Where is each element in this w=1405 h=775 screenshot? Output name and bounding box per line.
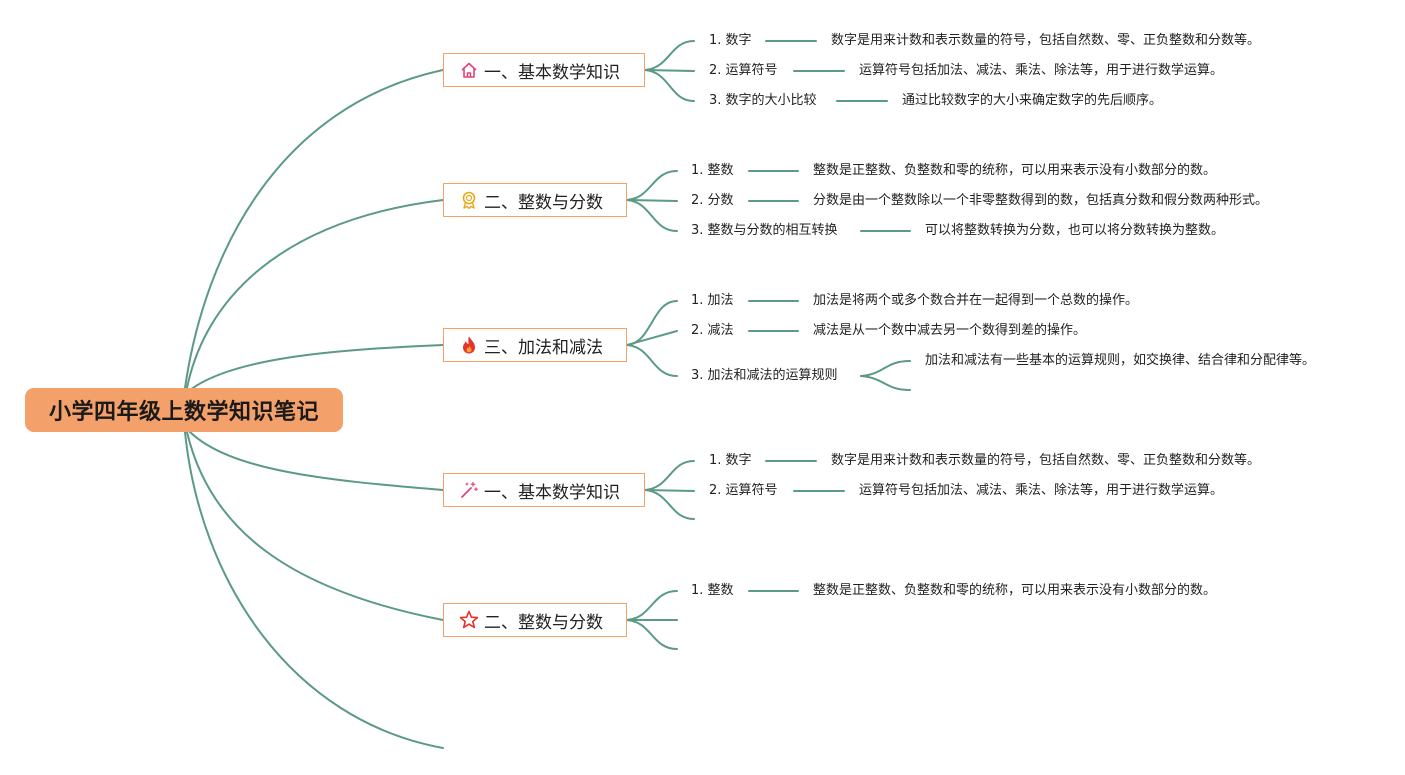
topic-node-5[interactable]: 二、整数与分数 bbox=[443, 603, 627, 637]
topic-title: 一、基本数学知识 bbox=[484, 482, 620, 503]
medal-icon bbox=[458, 189, 480, 211]
star-icon bbox=[458, 609, 480, 631]
branch-line-5 bbox=[186, 431, 444, 621]
fork-line-3-3a bbox=[860, 360, 911, 377]
subtopic-3-2[interactable]: 2. 减法 bbox=[691, 323, 734, 338]
fan-line-5a bbox=[626, 590, 678, 621]
branch-line-2 bbox=[186, 199, 444, 389]
subtopic-1-1[interactable]: 1. 数字 bbox=[709, 33, 752, 48]
topic-title: 二、整数与分数 bbox=[484, 612, 603, 633]
desc-2-2: 分数是由一个整数除以一个非零整数得到的数，包括真分数和假分数两种形式。 bbox=[813, 193, 1269, 208]
fan-line-2b bbox=[626, 199, 678, 202]
desc-2-3: 可以将整数转换为分数，也可以将分数转换为整数。 bbox=[925, 223, 1225, 238]
fan-line-1a bbox=[644, 40, 695, 71]
fan-line-4c bbox=[644, 489, 695, 520]
fire-icon bbox=[458, 334, 480, 356]
fan-line-5c bbox=[626, 619, 678, 650]
fan-line-2c bbox=[626, 199, 678, 232]
topic-node-1[interactable]: 一、基本数学知识 bbox=[443, 53, 645, 87]
fan-line-3c bbox=[626, 344, 678, 377]
topic-node-3[interactable]: 三、加法和减法 bbox=[443, 328, 627, 362]
fan-line-3b bbox=[626, 330, 678, 346]
desc-4-2: 运算符号包括加法、减法、乘法、除法等，用于进行数学运算。 bbox=[859, 483, 1224, 498]
subtopic-4-2[interactable]: 2. 运算符号 bbox=[709, 483, 778, 498]
fan-line-4b bbox=[644, 489, 695, 492]
subtopic-1-3[interactable]: 3. 数字的大小比较 bbox=[709, 93, 817, 108]
root-title: 小学四年级上数学知识笔记 bbox=[48, 400, 319, 425]
fork-line-3-3b bbox=[860, 375, 911, 391]
desc-5-1: 整数是正整数、负整数和零的统称，可以用来表示没有小数部分的数。 bbox=[813, 583, 1217, 598]
subtopic-5-1[interactable]: 1. 整数 bbox=[691, 583, 734, 598]
root-node[interactable]: 小学四年级上数学知识笔记 bbox=[25, 388, 343, 432]
subtopic-1-2[interactable]: 2. 运算符号 bbox=[709, 63, 778, 78]
fan-line-1c bbox=[644, 69, 695, 102]
subtopic-2-1[interactable]: 1. 整数 bbox=[691, 163, 734, 178]
desc-3-2: 减法是从一个数中减去另一个数得到差的操作。 bbox=[813, 323, 1087, 338]
desc-4-1: 数字是用来计数和表示数量的符号，包括自然数、零、正负整数和分数等。 bbox=[831, 453, 1261, 468]
subtopic-2-2[interactable]: 2. 分数 bbox=[691, 193, 734, 208]
desc-1-1: 数字是用来计数和表示数量的符号，包括自然数、零、正负整数和分数等。 bbox=[831, 33, 1261, 48]
topic-title: 一、基本数学知识 bbox=[484, 62, 620, 83]
desc-3-1: 加法是将两个或多个数合并在一起得到一个总数的操作。 bbox=[813, 293, 1139, 308]
magic-wand-icon bbox=[458, 479, 480, 501]
desc-1-3: 通过比较数字的大小来确定数字的先后顺序。 bbox=[902, 93, 1163, 108]
desc-3-3: 加法和减法有一些基本的运算规则，如交换律、结合律和分配律等。 bbox=[925, 353, 1316, 368]
subtopic-2-3[interactable]: 3. 整数与分数的相互转换 bbox=[691, 223, 838, 238]
subtopic-3-1[interactable]: 1. 加法 bbox=[691, 293, 734, 308]
desc-2-1: 整数是正整数、负整数和零的统称，可以用来表示没有小数部分的数。 bbox=[813, 163, 1217, 178]
desc-1-2: 运算符号包括加法、减法、乘法、除法等，用于进行数学运算。 bbox=[859, 63, 1224, 78]
topic-title: 三、加法和减法 bbox=[484, 337, 603, 358]
branch-line-4 bbox=[189, 431, 444, 491]
fan-line-2a bbox=[626, 170, 678, 201]
subtopic-4-1[interactable]: 1. 数字 bbox=[709, 453, 752, 468]
branch-line-1 bbox=[184, 69, 444, 389]
topic-title: 二、整数与分数 bbox=[484, 192, 603, 213]
fan-line-1b bbox=[644, 69, 695, 72]
topic-node-4[interactable]: 一、基本数学知识 bbox=[443, 473, 645, 507]
branch-line-6 bbox=[184, 431, 444, 749]
branch-line-3 bbox=[189, 344, 444, 391]
home-icon bbox=[458, 59, 480, 81]
topic-node-2[interactable]: 二、整数与分数 bbox=[443, 183, 627, 217]
fan-line-4a bbox=[644, 460, 695, 491]
subtopic-3-3[interactable]: 3. 加法和减法的运算规则 bbox=[691, 368, 838, 383]
